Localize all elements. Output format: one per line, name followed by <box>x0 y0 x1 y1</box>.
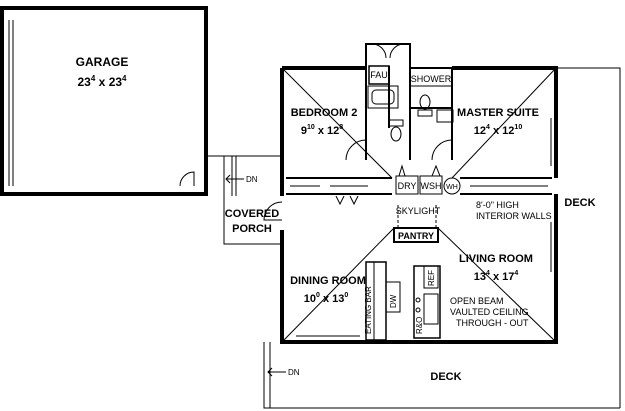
pantry <box>393 205 439 243</box>
porch-line2: PORCH <box>232 223 272 235</box>
house-outer-walls <box>280 66 558 344</box>
garage-name: GARAGE <box>76 55 129 69</box>
bedroom2-dimensions: 910 x 128 <box>301 124 343 137</box>
eating-bar-label: EATING BAR <box>364 286 373 334</box>
garage-dimensions: 234 x 234 <box>78 74 128 89</box>
washer-label: WSH <box>421 181 442 191</box>
range-oven-label: R&O <box>415 317 424 334</box>
covered-porch-outline <box>206 155 283 245</box>
deck-bottom-label: DECK <box>430 371 461 383</box>
kitchen <box>365 261 441 341</box>
ceiling-note-3: THROUGH - OUT <box>456 318 529 328</box>
fau-label: FAU <box>370 70 388 80</box>
interior-walls-note-2: INTERIOR WALLS <box>476 211 552 221</box>
living-room-dimensions: 134 x 174 <box>474 270 519 283</box>
master-suite-label: MASTER SUITE 124 x 1210 <box>457 107 539 137</box>
covered-porch-label: COVERED PORCH <box>225 208 279 235</box>
master-suite-dimensions: 124 x 1210 <box>474 124 523 137</box>
bedroom2-label: BEDROOM 2 910 x 128 <box>291 107 358 137</box>
deck-stair-arrow-icon <box>267 367 286 377</box>
deck-right-label: DECK <box>564 197 595 209</box>
closet-wall <box>286 164 552 206</box>
ceiling-note-2: VAULTED CEILING <box>450 307 529 317</box>
dining-room-label: DINING ROOM 100 x 130 <box>290 275 366 305</box>
interior-walls-note-1: 8'-0" HIGH <box>476 200 519 210</box>
living-room-label: LIVING ROOM 134 x 174 <box>459 253 533 283</box>
garage-walls <box>0 6 208 196</box>
ceiling-note-1: OPEN BEAM <box>450 296 504 306</box>
deck-dn-label: DN <box>288 368 300 377</box>
pantry-label: PANTRY <box>398 231 434 241</box>
dining-room-dimensions: 100 x 130 <box>304 292 349 305</box>
porch-line1: COVERED <box>225 208 279 220</box>
dryer-label: DRY <box>398 181 417 191</box>
dishwasher-label: DW <box>389 294 398 308</box>
master-suite-name: MASTER SUITE <box>457 107 539 119</box>
refrigerator-label: REF <box>427 270 436 286</box>
bath-block <box>345 43 454 161</box>
shower-label: SHOWER <box>411 74 452 84</box>
porch-stair-arrow-icon <box>225 174 244 184</box>
bedroom2-name: BEDROOM 2 <box>291 107 358 119</box>
water-heater-label: WH <box>446 184 458 191</box>
vaulted-ceiling-beams <box>281 67 557 343</box>
skylight-label: SKYLIGHT <box>396 206 441 216</box>
dining-room-name: DINING ROOM <box>290 275 366 287</box>
porch-dn-label: DN <box>246 175 258 184</box>
garage-label: GARAGE 234 x 234 <box>76 55 129 89</box>
decks <box>263 67 621 409</box>
living-room-name: LIVING ROOM <box>459 253 533 265</box>
